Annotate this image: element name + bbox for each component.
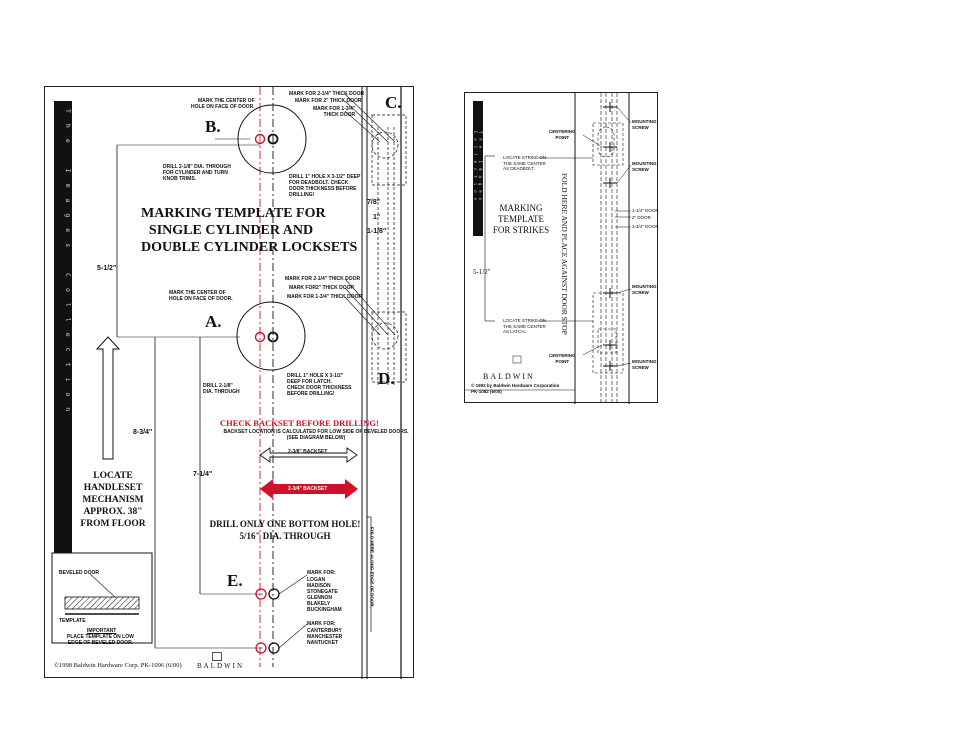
c-mark-1-3-4: MARK FOR 1-3/4" THICK DOOR — [313, 106, 356, 118]
fold-edge-note: FOLD HERE ALONG EDGE OF DOOR. — [369, 527, 375, 608]
thickness-7-8: 7/8" — [367, 199, 381, 206]
centering-point-top: CENTERING POINT — [549, 129, 576, 140]
locate-strike-bottom: LOCATE STRIKE ON THE SAME CENTER AS LATC… — [503, 318, 547, 334]
spine-bottom-bar — [54, 431, 72, 553]
door-mark-2: 2" DOOR — [632, 215, 651, 220]
collection-spine: The Images Collection — [54, 101, 72, 431]
c-mark-2: MARK FOR 2" THICK DOOR — [295, 98, 362, 104]
door-mark-1-3-4: 1-3/4" DOOR — [632, 224, 659, 229]
mounting-screw-4: MOUNTING SCREW — [632, 359, 657, 370]
point-a-label: A. — [205, 312, 222, 331]
point-b-label: B. — [205, 117, 221, 136]
strike-copyright: © 1993 by Baldwin Hardware Corporation P… — [471, 383, 560, 394]
b-center-note: MARK THE CENTER OF HOLE ON FACE OF DOOR. — [191, 98, 255, 110]
strike-title: MARKING TEMPLATE FOR STRIKES — [492, 203, 550, 235]
dim-7-1-4: 7-1/4" — [193, 471, 213, 478]
locate-handleset-note: LOCATE HANDLESET MECHANISM APPROX. 38" F… — [80, 471, 146, 529]
centering-point-bottom: CENTERING POINT — [549, 353, 576, 364]
dim-5-1-2: 5-1/2" — [97, 265, 117, 272]
mounting-screw-3: MOUNTING SCREW — [632, 284, 657, 295]
template-title: MARKING TEMPLATE FOR SINGLE CYLINDER AND… — [141, 206, 358, 255]
thickness-1-1-8: 1-1/8" — [367, 228, 387, 235]
point-c-label: C. — [385, 93, 402, 112]
beveled-door-label: BEVELED DOOR — [59, 570, 100, 576]
important-label: IMPORTANT — [87, 628, 117, 634]
copyright: ©1998 Baldwin Hardware Corp. PK-1096 (6/… — [54, 662, 182, 669]
important-note: PLACE TEMPLATE ON LOW EDGE OF BEVELED DO… — [67, 634, 134, 646]
check-backset-heading: CHECK BACKSET BEFORE DRILLING! — [220, 418, 379, 428]
e-mark2-title: MARK FOR: — [307, 621, 336, 627]
b-deadbolt-note: DRILL 1" HOLE X 3-1/2" DEEP FOR DEADBOLT… — [289, 174, 361, 198]
thickness-1: 1" — [373, 214, 381, 221]
mounting-screw-2: MOUNTING SCREW — [632, 161, 657, 172]
collection-spine-right: The Images Collection — [473, 101, 483, 236]
brand-name: BALDWIN — [197, 662, 245, 670]
e-mark1-title: MARK FOR: — [307, 570, 336, 576]
backset-2-3-4: 2-3/4" BACKSET — [288, 486, 328, 492]
dim-8-3-4: 8-3/4" — [133, 429, 153, 436]
lock-template-sheet: The Images Collection — [44, 86, 414, 679]
a-mark-2: MARK FOR2" THICK DOOR — [289, 285, 355, 291]
e-mark2-list: CANTERBURY MANCHESTER NANTUCKET — [307, 628, 343, 646]
a-mark-2-1-4: MARK FOR 2-1/4" THICK DOOR — [285, 276, 361, 282]
a-mark-1-3-4: MARK FOR 1-3/4" THICK DOOR — [287, 294, 363, 300]
a-latch-note: DRILL 1" HOLE X 3-1/2" DEEP FOR LATCH. C… — [287, 373, 352, 397]
c-mark-2-1-4: MARK FOR 2-1/4" THICK DOOR — [289, 91, 365, 97]
drill-bottom-hole-note: DRILL ONLY ONE BOTTOM HOLE! 5/16" DIA. T… — [209, 519, 361, 541]
strike-dim-5-1-2: 5-1/2" — [473, 268, 491, 276]
baldwin-logo-icon — [212, 652, 222, 661]
e-mark1-list: LOGAN MADISON STONEGATE GLENNON BLAKELY … — [307, 577, 342, 613]
backset-2-3-8: 2-3/8" BACKSET — [288, 449, 328, 455]
strike-drawing — [465, 93, 632, 404]
a-drill-note: DRILL 2-1/8" DIA. THROUGH — [203, 383, 240, 395]
b-drill-note: DRILL 2-1/8" DIA. THROUGH FOR CYLINDER A… — [163, 164, 231, 182]
backset-note: BACKSET LOCATION IS CALCULATED FOR LOW S… — [223, 429, 409, 441]
strike-template-sheet: The Images Collection — [464, 92, 659, 404]
locate-strike-top: LOCATE STRIKE ON THE SAME CENTER AS DEAD… — [503, 155, 547, 171]
a-center-note: MARK THE CENTER OF HOLE ON FACE OF DOOR. — [169, 290, 233, 302]
fold-here-note: FOLD HERE AND PLACE AGAINST DOOR STOP — [560, 173, 569, 335]
door-mark-1-1-4: 1-1/4" DOOR — [632, 208, 659, 213]
point-d-label: D. — [378, 369, 395, 388]
point-e-label: E. — [227, 571, 243, 590]
template-drawing — [51, 87, 407, 679]
strike-brand-name: BALDWIN — [483, 372, 535, 381]
template-label: TEMPLATE — [59, 618, 86, 624]
mounting-screw-1: MOUNTING SCREW — [632, 119, 657, 130]
